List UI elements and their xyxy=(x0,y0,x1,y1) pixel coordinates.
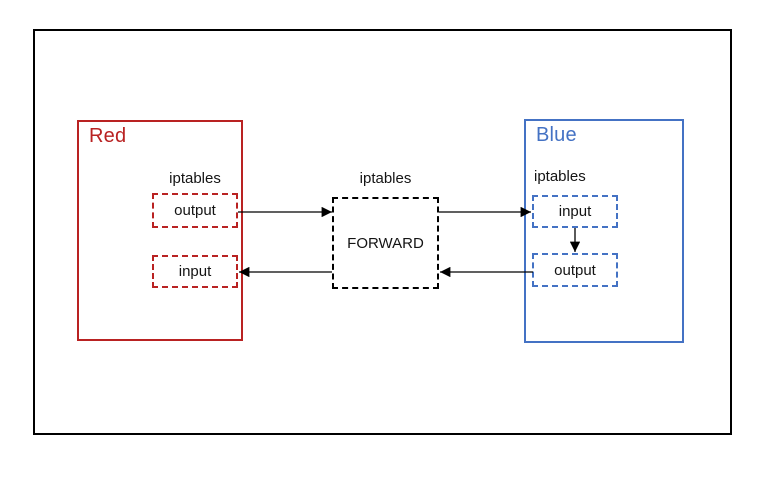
diagram-outer-frame xyxy=(33,29,732,435)
red-output-chain-box: output xyxy=(152,193,238,228)
blue-output-chain-label: output xyxy=(554,261,596,279)
blue-host-box: Blue iptables input output xyxy=(524,119,684,343)
red-host-label: Red xyxy=(89,125,127,147)
blue-input-chain-box: input xyxy=(532,195,618,228)
red-host-box: Red iptables output input xyxy=(77,120,243,341)
blue-output-chain-box: output xyxy=(532,253,618,287)
blue-iptables-label: iptables xyxy=(534,168,586,185)
forward-chain-label: FORWARD xyxy=(347,234,424,252)
forward-iptables-label: iptables xyxy=(359,170,412,187)
red-input-chain-box: input xyxy=(152,255,238,288)
red-iptables-label: iptables xyxy=(169,170,221,187)
red-input-chain-label: input xyxy=(178,263,212,280)
red-output-chain-label: output xyxy=(174,202,216,219)
blue-input-chain-label: input xyxy=(558,203,592,220)
forward-chain-box: FORWARD xyxy=(332,197,439,289)
blue-host-label: Blue xyxy=(536,124,577,146)
